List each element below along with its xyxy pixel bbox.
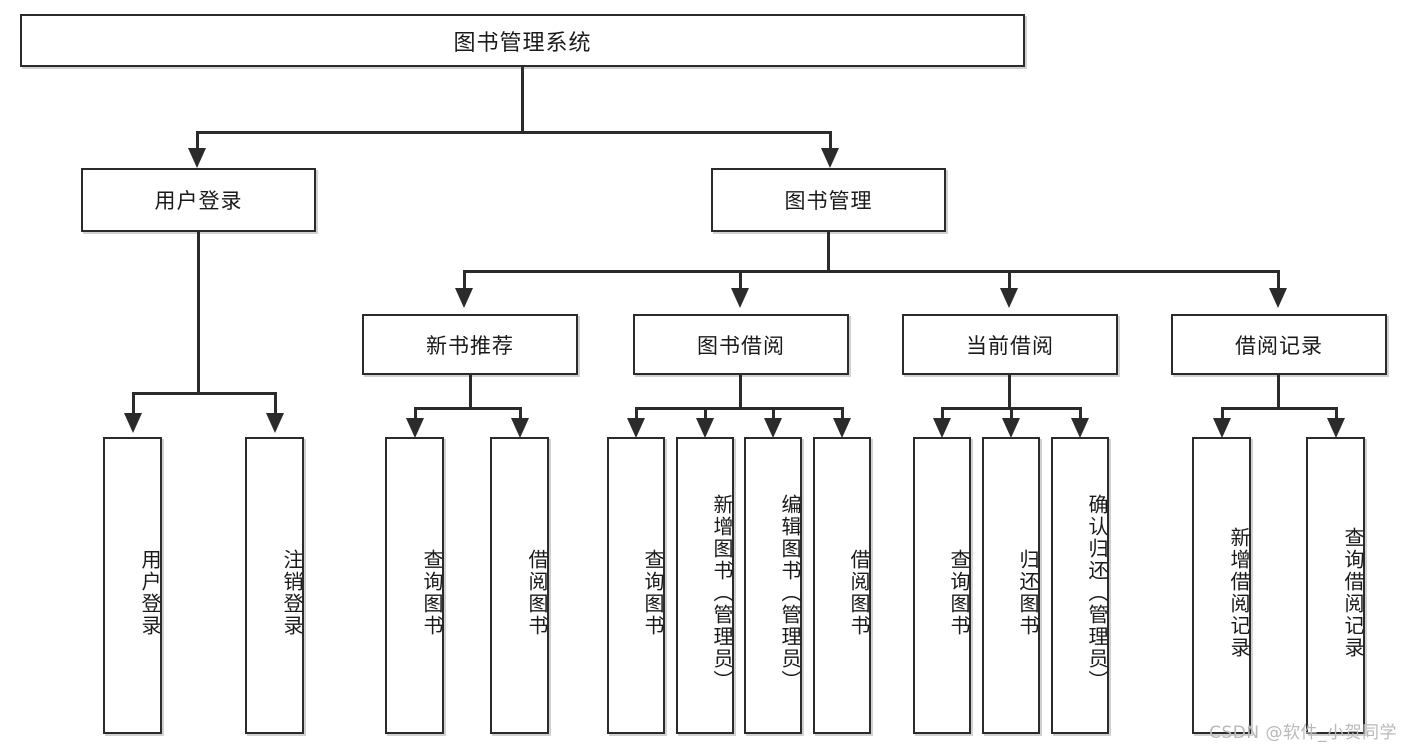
arrow-current-leaf-2 (1071, 418, 1089, 438)
arrow-current-leaf-0 (933, 418, 951, 438)
connector-book-manage-stem (827, 232, 830, 270)
connector-record-bus (1221, 407, 1338, 410)
node-label: 新增借阅记录 (1227, 526, 1251, 659)
arrow-root-to-book-manage (821, 148, 839, 168)
connector-current-leaf-2 (1079, 407, 1082, 423)
node-book-manage[interactable]: 图书管理 (711, 168, 946, 232)
connector-user-login-to-leaf-1 (274, 392, 277, 416)
leaf-borrow-edit-book-admin[interactable]: 编辑图书（管理员） (744, 437, 802, 734)
node-label: 图书管理系统 (453, 30, 592, 56)
node-label: 新书推荐 (426, 333, 514, 358)
node-label: 查询借阅记录 (1341, 526, 1365, 659)
leaf-recommend-borrow-book[interactable]: 借阅图书 (490, 437, 549, 734)
arrow-user-login-leaf-1 (266, 413, 284, 433)
node-label: 查询图书 (947, 548, 971, 637)
connector-root-to-user-login (196, 131, 199, 153)
connector-current-leaf-1 (1010, 407, 1013, 423)
node-label: 新增图书（管理员） (710, 493, 734, 692)
leaf-current-confirm-return-admin[interactable]: 确认归还（管理员） (1051, 437, 1109, 734)
leaf-borrow-add-book-admin[interactable]: 新增图书（管理员） (676, 437, 734, 734)
node-label: 注销登录 (280, 548, 304, 637)
connector-user-login-to-leaf-0 (132, 392, 135, 416)
node-user-login[interactable]: 用户登录 (81, 168, 316, 232)
connector-current-stem (1008, 375, 1011, 407)
connector-user-login-bus (132, 392, 277, 395)
arrow-bm-to-recommend (455, 288, 473, 308)
node-new-book-recommend[interactable]: 新书推荐 (362, 314, 578, 375)
connector-root-stem (521, 67, 524, 131)
leaf-record-add-record[interactable]: 新增借阅记录 (1192, 437, 1251, 734)
connector-root-to-book-manage (829, 131, 832, 153)
node-label: 用户登录 (154, 189, 243, 213)
leaf-borrow-borrow-book[interactable]: 借阅图书 (813, 437, 871, 734)
connector-borrow-leaf-0 (635, 407, 638, 423)
arrow-current-leaf-1 (1002, 418, 1020, 438)
connector-recommend-bus (414, 407, 522, 410)
leaf-user-login-login[interactable]: 用户登录 (103, 437, 162, 734)
node-label: 当前借阅 (966, 333, 1054, 358)
leaf-current-query-book[interactable]: 查询图书 (913, 437, 971, 734)
arrow-recommend-leaf-1 (511, 418, 529, 438)
arrow-borrow-leaf-3 (833, 418, 851, 438)
leaf-current-return-book[interactable]: 归还图书 (982, 437, 1040, 734)
arrow-bm-to-record (1269, 288, 1287, 308)
leaf-record-query-record[interactable]: 查询借阅记录 (1306, 437, 1365, 734)
node-book-borrow[interactable]: 图书借阅 (633, 314, 849, 375)
node-root-system[interactable]: 图书管理系统 (20, 14, 1025, 67)
connector-root-bus (196, 131, 832, 134)
arrow-borrow-leaf-0 (627, 418, 645, 438)
node-label: 借阅图书 (847, 548, 871, 637)
connector-bm-to-record (1277, 270, 1280, 292)
node-label: 图书管理 (784, 189, 873, 213)
connector-record-leaf-0 (1221, 407, 1224, 423)
node-label: 查询图书 (420, 548, 444, 637)
arrow-bm-to-borrow (731, 288, 749, 308)
node-current-borrow[interactable]: 当前借阅 (902, 314, 1118, 375)
node-borrow-record[interactable]: 借阅记录 (1171, 314, 1387, 375)
connector-record-leaf-1 (1335, 407, 1338, 423)
connector-book-manage-bus (463, 270, 1277, 273)
connector-borrow-leaf-2 (772, 407, 775, 423)
arrow-bm-to-current (1000, 288, 1018, 308)
connector-borrow-bus (635, 407, 843, 410)
connector-borrow-leaf-1 (704, 407, 707, 423)
connector-recommend-leaf-1 (519, 407, 522, 423)
arrow-record-leaf-0 (1213, 418, 1231, 438)
connector-current-leaf-0 (941, 407, 944, 423)
node-label: 归还图书 (1016, 548, 1040, 637)
arrow-user-login-leaf-0 (124, 413, 142, 433)
arrow-recommend-leaf-0 (406, 418, 424, 438)
watermark-text: CSDN @软件_小贺同学 (1209, 723, 1397, 743)
arrow-record-leaf-1 (1327, 418, 1345, 438)
connector-borrow-leaf-3 (841, 407, 844, 423)
arrow-borrow-leaf-2 (764, 418, 782, 438)
connector-bm-to-recommend (463, 270, 466, 292)
node-label: 借阅记录 (1235, 333, 1323, 358)
connector-recommend-stem (469, 375, 472, 407)
leaf-recommend-query-book[interactable]: 查询图书 (385, 437, 444, 734)
leaf-user-login-logout[interactable]: 注销登录 (245, 437, 304, 734)
node-label: 图书借阅 (697, 333, 785, 358)
node-label: 用户登录 (138, 548, 162, 637)
node-label: 确认归还（管理员） (1085, 493, 1109, 692)
arrow-root-to-user-login (188, 148, 206, 168)
connector-user-login-stem (197, 232, 200, 392)
node-label: 查询图书 (641, 548, 665, 637)
connector-record-stem (1277, 375, 1280, 407)
connector-borrow-stem (739, 375, 742, 407)
arrow-borrow-leaf-1 (696, 418, 714, 438)
leaf-borrow-query-book[interactable]: 查询图书 (607, 437, 665, 734)
connector-bm-to-current (1008, 270, 1011, 292)
connector-bm-to-borrow (739, 270, 742, 292)
connector-recommend-leaf-0 (414, 407, 417, 423)
node-label: 编辑图书（管理员） (778, 493, 802, 692)
node-label: 借阅图书 (525, 548, 549, 637)
